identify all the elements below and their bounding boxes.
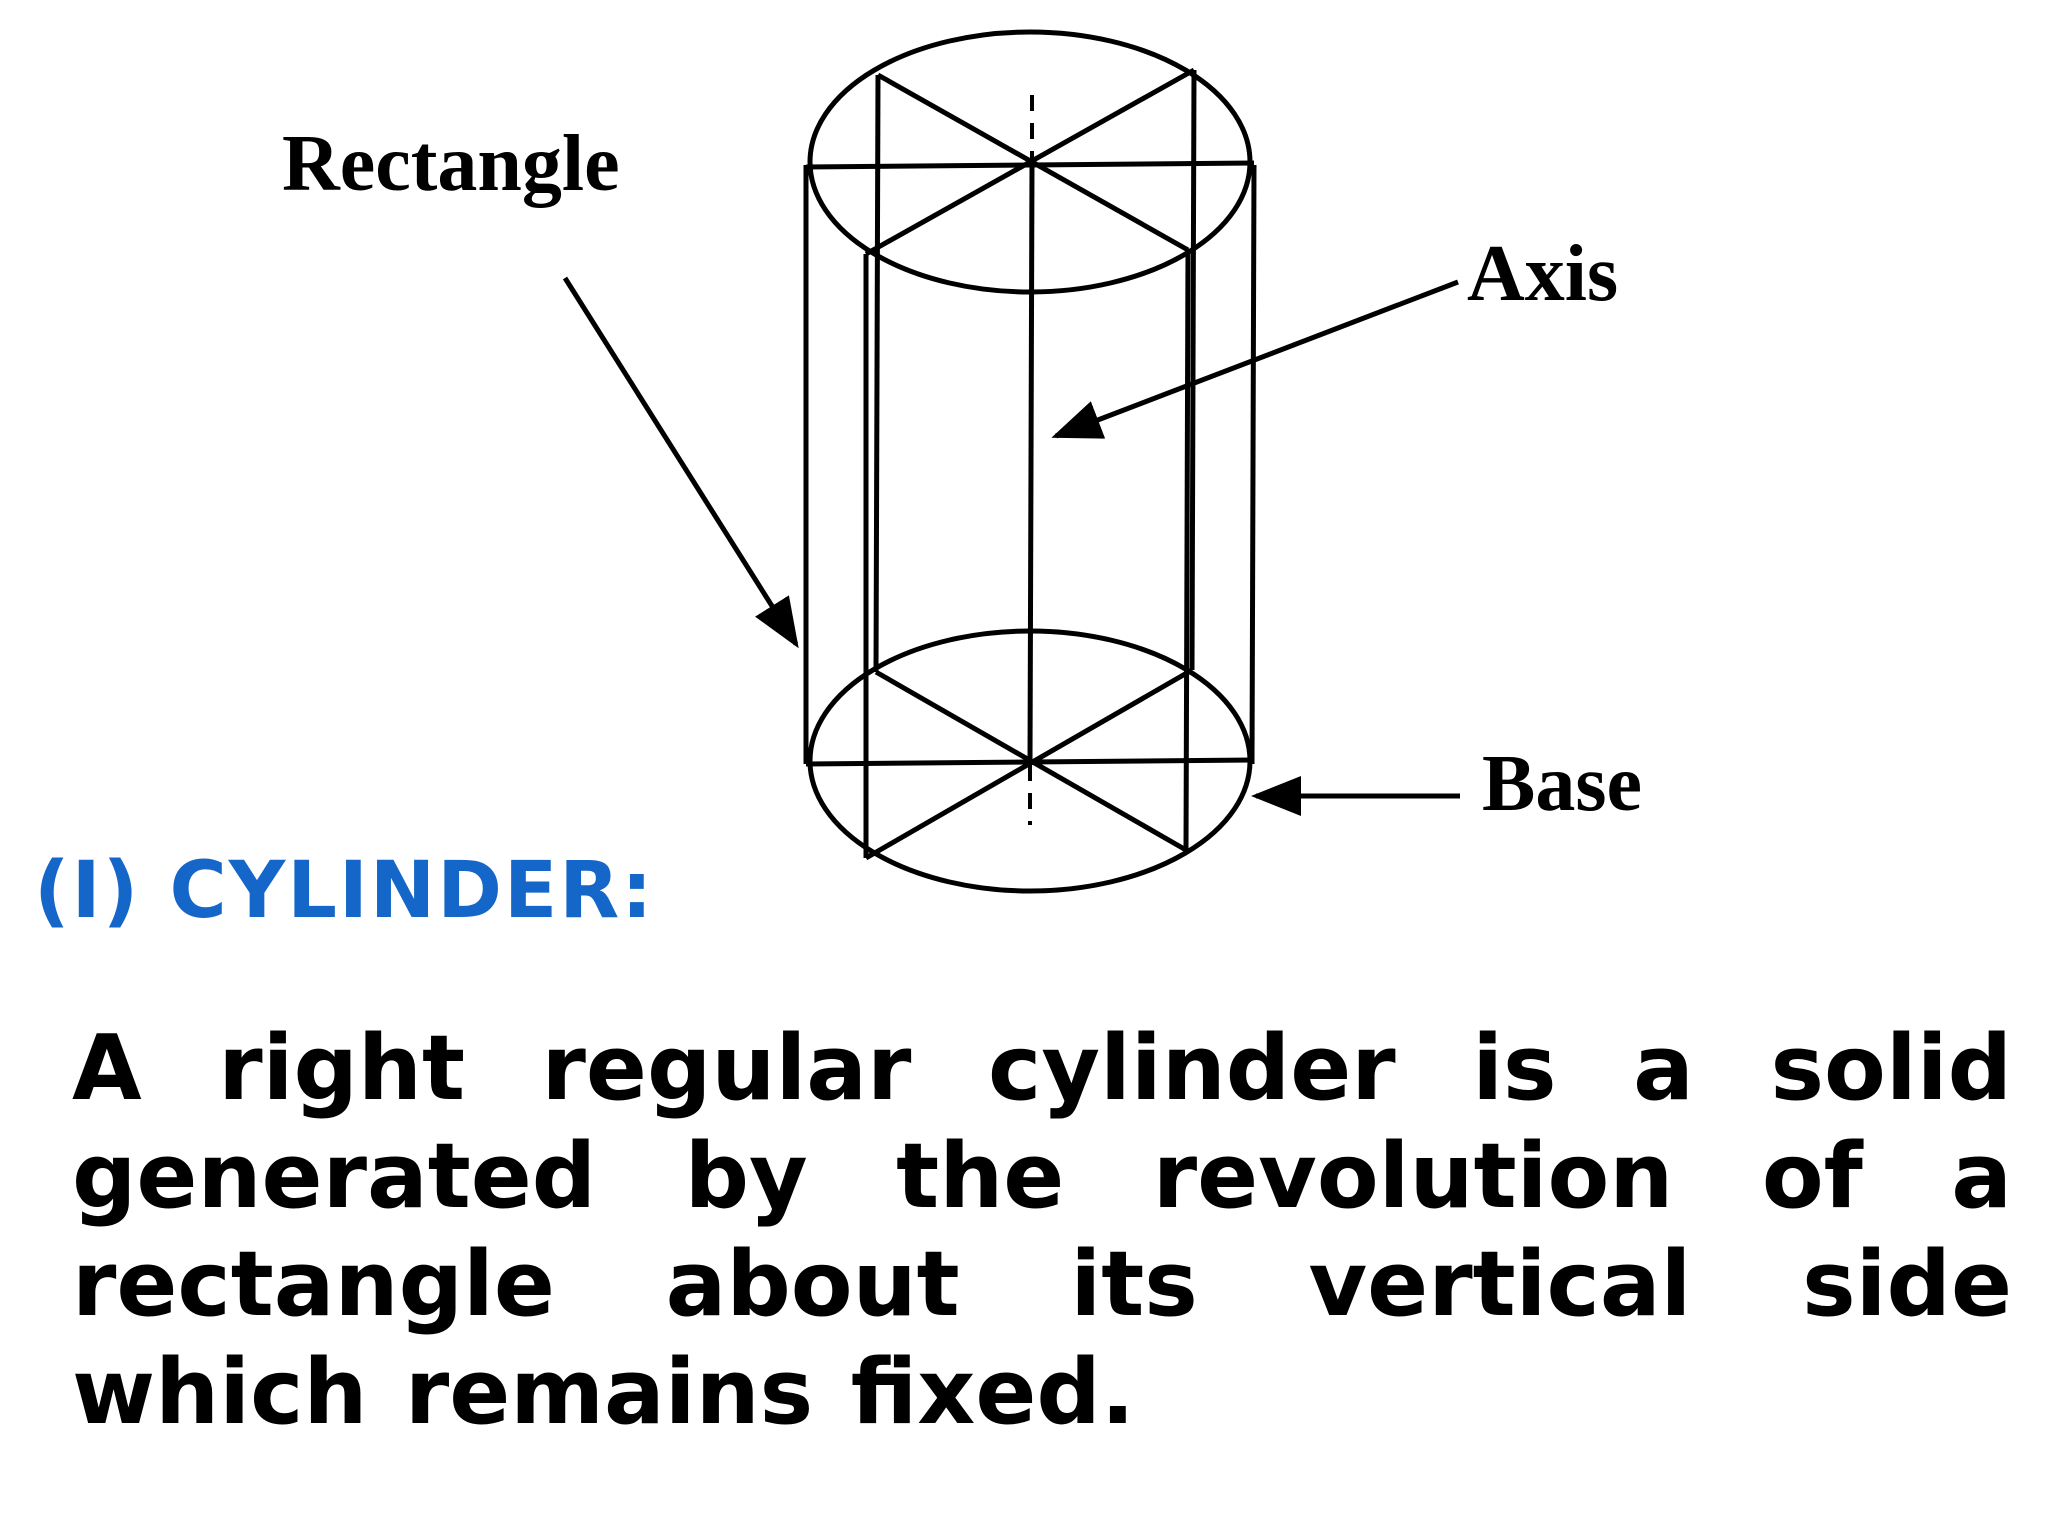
top-diameter	[805, 160, 1255, 170]
back-vertical-right	[1189, 69, 1197, 671]
rectangle-pointer-arrow	[562, 276, 799, 649]
section-heading: (I) CYLINDER:	[34, 846, 655, 936]
inner-vertical-right	[1183, 249, 1191, 851]
definition-text: A right regular cylinder is a solid gene…	[72, 1016, 2012, 1445]
back-vertical-left	[873, 74, 881, 673]
center-axis-line	[1027, 162, 1035, 763]
axis-label: Axis	[1467, 230, 1619, 318]
axis-pointer-arrow	[1051, 279, 1459, 439]
base-label: Base	[1482, 740, 1642, 828]
bottom-diagonal-2	[864, 667, 1194, 861]
right-side-edge	[1249, 164, 1257, 765]
rectangle-label: Rectangle	[282, 120, 620, 208]
top-diagonal-2	[864, 67, 1196, 257]
